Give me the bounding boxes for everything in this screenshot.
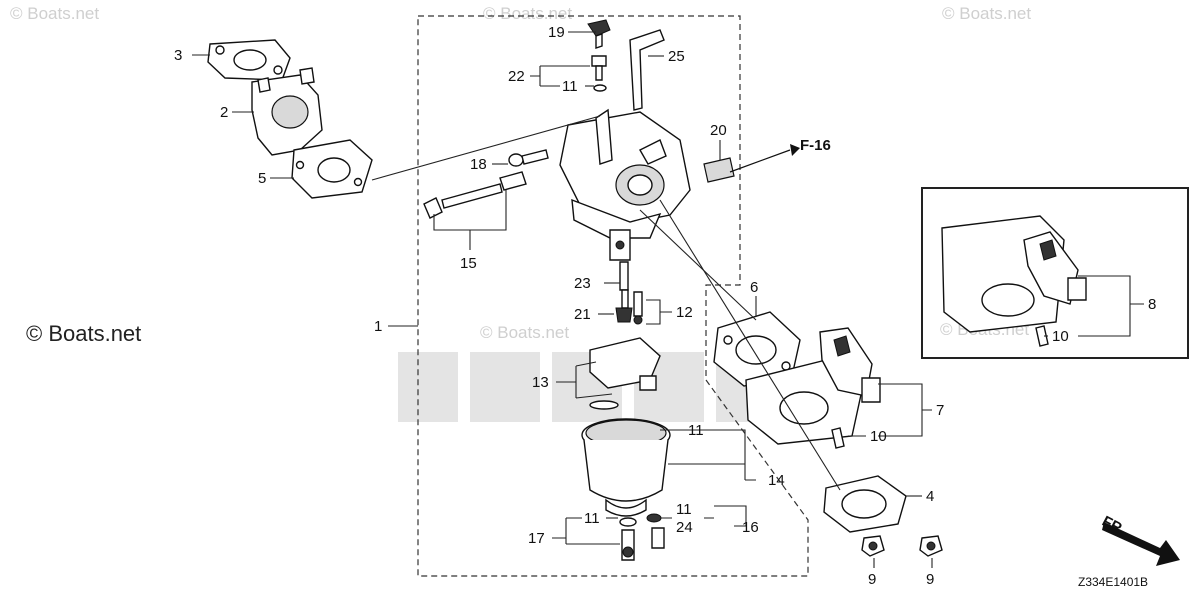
- callout-3: 3: [174, 47, 182, 64]
- reference-f16: F-16: [800, 137, 831, 154]
- inset-frame: [921, 187, 1189, 359]
- nut-part-9-left: [861, 535, 885, 557]
- callout-9-left: 9: [868, 571, 876, 588]
- nozzle-part-12: [633, 291, 643, 325]
- insulator-part-7: [745, 327, 881, 445]
- drain-bolt-part-17: [619, 517, 637, 561]
- callout-20: 20: [710, 122, 727, 139]
- pin-part-10: [831, 427, 845, 449]
- callout-15: 15: [460, 255, 477, 272]
- diagram-code: Z334E1401B: [1078, 575, 1148, 589]
- gasket-part-6: [713, 311, 801, 387]
- watermark-center: © Boats.net: [480, 323, 569, 342]
- leader-lines: [192, 31, 1144, 568]
- callout-4: 4: [926, 488, 934, 505]
- front-direction-arrow: [1102, 522, 1180, 566]
- callout-22: 22: [508, 68, 525, 85]
- screw-part-18: [508, 149, 549, 167]
- watermark-top-right: © Boats.net: [942, 4, 1031, 23]
- callout-10-inset: 10: [1052, 328, 1069, 345]
- float-chamber-part-14: [581, 400, 671, 517]
- insulator-part-8: [941, 215, 1087, 333]
- oring-part-11-top: [593, 84, 607, 92]
- watermark-top-left: © Boats.net: [10, 4, 99, 23]
- insulator-part-2: [251, 67, 323, 156]
- pilot-screw-part-15: [423, 171, 527, 219]
- drain-screw-part-24: [646, 513, 665, 549]
- cap-part-19: [587, 19, 611, 49]
- callout-17: 17: [528, 530, 545, 547]
- gasket-part-4: [823, 475, 907, 533]
- callout-2: 2: [220, 104, 228, 121]
- assembly-boundary: [417, 15, 809, 577]
- callout-11-mid: 11: [688, 422, 704, 439]
- callout-10: 10: [870, 428, 887, 445]
- callout-labels: 3 2 5 1 19 25 22 11 18 15 20 F-16 23 21 …: [174, 24, 1156, 589]
- f16-reference-arrow: [729, 144, 800, 173]
- callout-18: 18: [470, 156, 487, 173]
- callout-7: 7: [936, 402, 944, 419]
- choke-lever-part-25: [629, 29, 665, 111]
- pin-part-10-inset: [1035, 325, 1049, 347]
- callout-23: 23: [574, 275, 591, 292]
- screw-part-22: [591, 55, 607, 81]
- float-valve-part-23: [619, 261, 629, 291]
- callout-6: 6: [750, 279, 758, 296]
- gasket-part-5: [291, 139, 373, 199]
- callout-9-right: 9: [926, 571, 934, 588]
- nut-part-9-right: [919, 535, 943, 557]
- callout-25: 25: [668, 48, 685, 65]
- callout-16: 16: [742, 519, 759, 536]
- watermark-top-center: © Boats.net: [483, 4, 572, 23]
- watermark-left-brand: © Boats.net: [26, 321, 141, 346]
- float-part-13: [589, 337, 661, 391]
- callout-11-left: 11: [584, 510, 600, 527]
- callout-24: 24: [676, 519, 693, 536]
- callout-13: 13: [532, 374, 549, 391]
- callout-11-right: 11: [676, 501, 692, 518]
- callout-8: 8: [1148, 296, 1156, 313]
- filter-part-20: [703, 157, 735, 183]
- main-jet-part-21: [615, 289, 633, 323]
- carburetor-body: [559, 108, 691, 261]
- callout-1: 1: [374, 318, 382, 335]
- callout-12: 12: [676, 304, 693, 321]
- gasket-part-3: [207, 39, 291, 81]
- callout-5: 5: [258, 170, 266, 187]
- callout-21: 21: [574, 306, 591, 323]
- callout-19: 19: [548, 24, 565, 41]
- callout-11-top: 11: [562, 78, 578, 95]
- callout-14: 14: [768, 472, 785, 489]
